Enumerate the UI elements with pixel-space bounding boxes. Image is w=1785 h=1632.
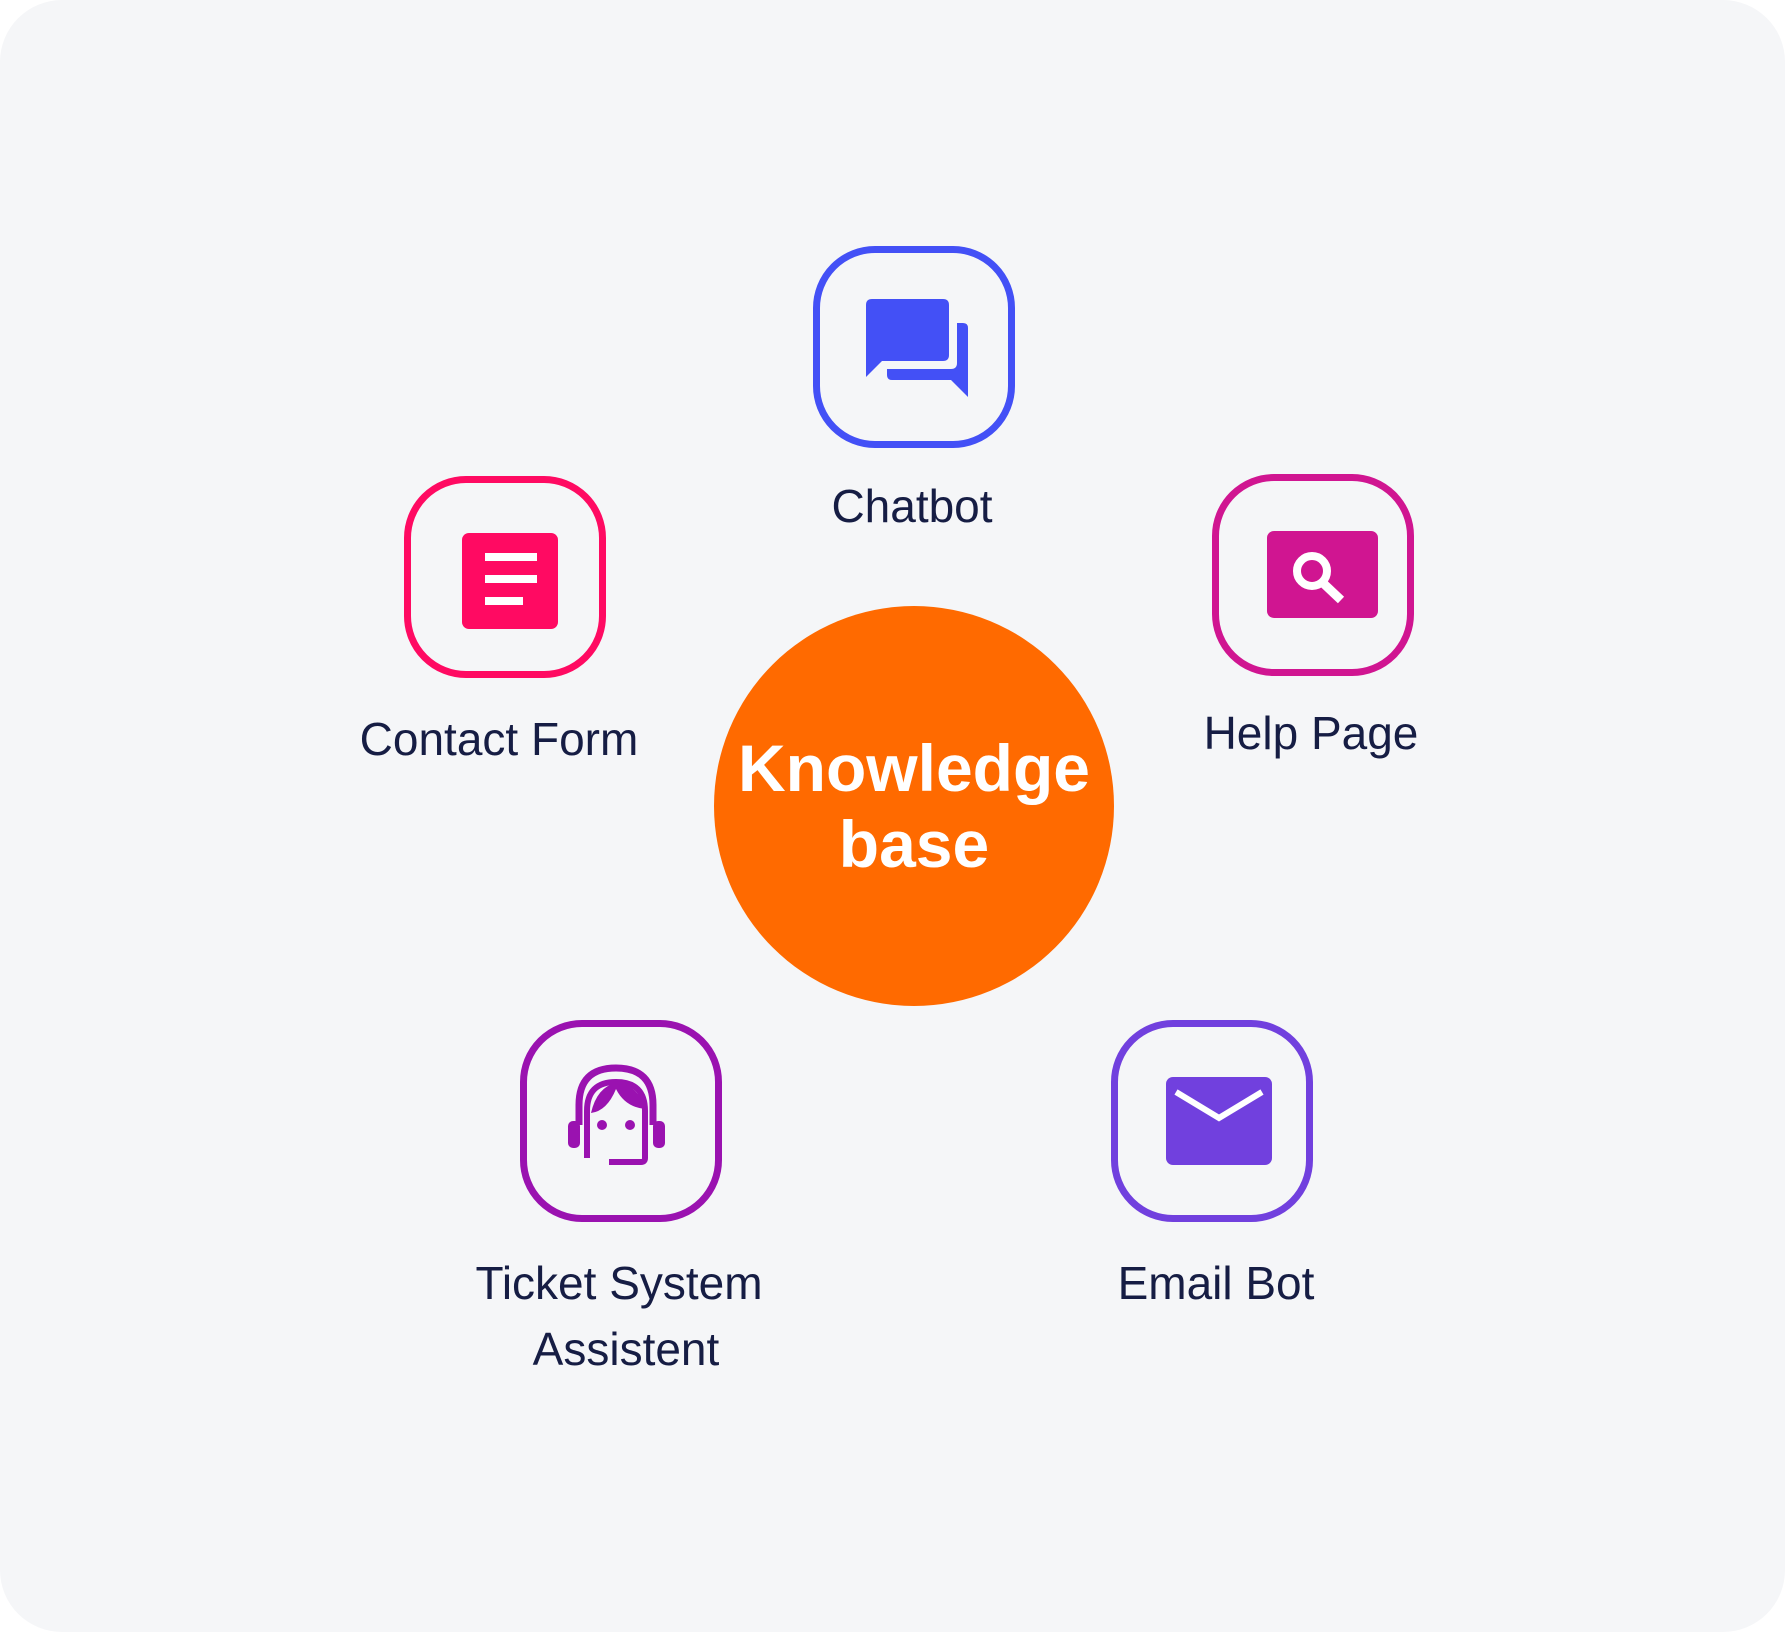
chatbot-label: Chatbot: [831, 480, 993, 532]
email-bot-label: Email Bot: [1117, 1257, 1315, 1309]
form-document-icon: [462, 533, 558, 629]
ticket-system-label-line-1: Ticket System: [475, 1257, 763, 1309]
center-title-line-1: Knowledge: [737, 731, 1090, 805]
contact-form-icon-box: [404, 476, 606, 678]
headset-agent-icon: [568, 1064, 665, 1165]
envelope-icon: [1166, 1077, 1272, 1165]
chat-bubbles-icon: [866, 299, 968, 397]
center-title-line-2: base: [838, 807, 990, 881]
search-icon: [1267, 531, 1378, 618]
ticket-system-icon-box: [520, 1020, 722, 1222]
help-page-label: Help Page: [1203, 707, 1419, 759]
chatbot-icon-box: [813, 246, 1015, 448]
contact-form-label: Contact Form: [359, 713, 639, 765]
knowledge-base-circle: Knowledge base: [714, 606, 1114, 1006]
ticket-system-label-line-2: Assistent: [532, 1323, 720, 1375]
help-page-icon-box: [1212, 474, 1414, 676]
email-bot-icon-box: [1111, 1020, 1313, 1222]
